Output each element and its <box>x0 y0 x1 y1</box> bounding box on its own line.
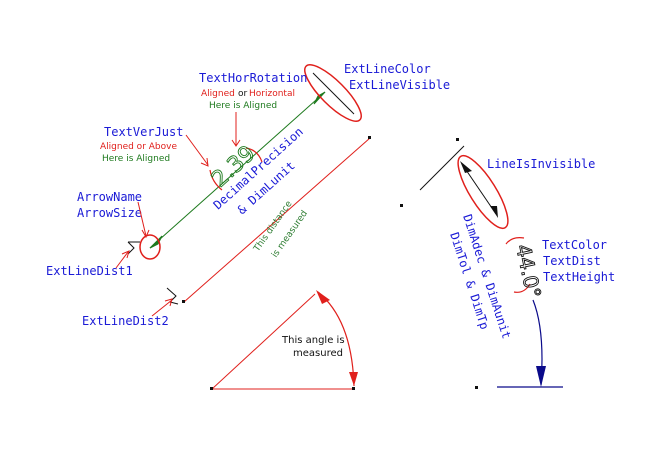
measured-line-end-point <box>368 136 371 139</box>
ext-line-dist2-pointer <box>151 299 173 317</box>
ext-line-dist1-label: ExtLineDist1 <box>46 264 133 278</box>
arrowhead-start <box>149 235 163 249</box>
hor-rotation-option-horizontal: Horizontal <box>249 89 295 99</box>
ext-line-visible-label: ExtLineVisible <box>349 78 450 92</box>
angular-text-brace-bottom <box>513 283 531 293</box>
extension-line-far <box>312 72 355 115</box>
extension-line-1 <box>127 241 135 255</box>
angular-text-brace-top <box>505 237 525 245</box>
dimension-line <box>149 91 326 249</box>
angular-base-point <box>475 386 478 389</box>
hor-rotation-option-aligned: Aligned <box>201 89 235 99</box>
angle-arc-arrow-top <box>316 290 330 304</box>
angular-dim-line <box>461 163 497 215</box>
angle-measured-line1: This angle is <box>281 335 345 346</box>
hor-rotation-pointer-head <box>231 139 241 147</box>
ext-line-highlight <box>304 64 362 122</box>
arrow-name-pointer-head <box>141 229 150 239</box>
ver-just-options: Aligned or Above <box>100 142 177 152</box>
ext-line-dist1-pointer <box>115 251 129 269</box>
text-hor-rotation-label: TextHorRotation <box>199 71 307 85</box>
ver-just-pointer <box>185 134 209 166</box>
measured-line <box>183 137 371 303</box>
text-color-label: TextColor <box>542 238 607 252</box>
angle-measured-line2: measured <box>293 348 343 359</box>
angular-arrow-top <box>460 161 472 173</box>
angle-end-point <box>352 387 355 390</box>
arrow-name-label: ArrowName <box>77 190 142 204</box>
text-dist-label: TextDist <box>543 254 601 268</box>
ver-just-pointer-head <box>200 157 209 167</box>
angular-arrow-bottom <box>490 206 498 218</box>
angular-leader-arrow <box>536 366 546 387</box>
angle-hypotenuse <box>211 293 316 390</box>
ext-line-dist2-label: ExtLineDist2 <box>82 314 169 328</box>
angle-arc-arrow-bottom <box>349 372 358 386</box>
ver-just-current: Here is Aligned <box>102 154 170 164</box>
arrowhead-end <box>313 91 326 105</box>
angular-dimension-value: 44.0° <box>511 242 546 300</box>
angle-vertex-point <box>210 387 213 390</box>
extension-line-2 <box>166 287 179 305</box>
line-invisible-highlight <box>457 154 509 230</box>
hor-rotation-current: Here is Aligned <box>209 101 277 111</box>
text-brace-right <box>245 147 263 163</box>
angular-ext-line <box>419 145 465 191</box>
text-ver-just-label: TextVerJust <box>104 125 183 139</box>
ext-line-dist2-pointer-head <box>164 298 173 307</box>
angular-point-top <box>456 138 459 141</box>
arrow-name-pointer <box>137 201 147 237</box>
ext-line-color-label: ExtLineColor <box>344 62 431 76</box>
line-is-invisible-label: LineIsInvisible <box>487 157 595 171</box>
measured-line-start-point <box>182 300 185 303</box>
text-height-label: TextHeight <box>543 270 615 284</box>
arrow-highlight <box>139 234 161 260</box>
hor-rotation-option-or: or <box>238 89 248 99</box>
angular-point-left <box>400 204 403 207</box>
ext-line-dist1-pointer-head <box>121 250 130 259</box>
text-brace-left <box>209 169 223 191</box>
arrow-size-label: ArrowSize <box>77 206 142 220</box>
